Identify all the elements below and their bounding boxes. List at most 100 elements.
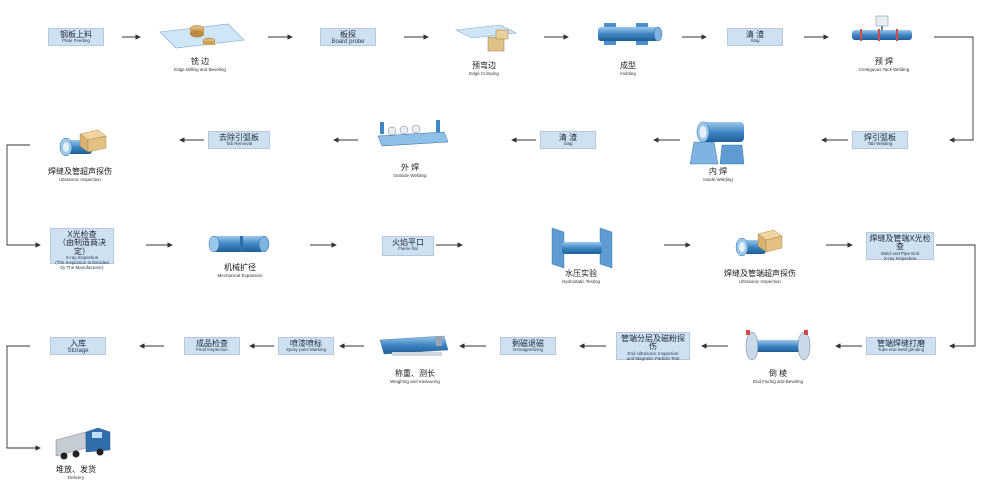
step-en-label: Plate Feeding [62, 38, 90, 44]
step-xray-inspection: X光检查 （由制造商决定） X-ray Inspection (The Insp… [50, 228, 114, 269]
step-zh-label: 喷漆喷标 [290, 339, 322, 348]
step-weighing: 称重、测长 Weighing and measuring [380, 368, 450, 384]
step-en-label: Demagnetizing [512, 347, 544, 353]
step-molding: 成型 molding [600, 60, 656, 76]
step-en-label: Edge Milling and Beveling [174, 67, 226, 72]
step-zh-label: 清 渣 [558, 133, 578, 142]
hydrostatic-testing-icon [551, 227, 613, 269]
step-zh-label: 管端分层及磁粉探伤 [621, 334, 685, 352]
step-en-label: Final Inspection [196, 347, 228, 353]
step-en-label: Contiguous Tack Welding [858, 67, 910, 72]
step-tab-removal: 去除引弧板 Tab Removal [208, 131, 270, 149]
step-inside-welding: 内 焊 Inside Welding [690, 166, 746, 182]
step-zh-label: 水压实验 [565, 269, 597, 278]
step-en-label: Ultrasonic Inspection [739, 279, 781, 284]
step-zh-label: 焊缝及管端X光检查 [869, 234, 931, 252]
step-en-label: Weighing and measuring [390, 379, 440, 384]
step-end-facing: 倒 棱 End Facing and Beveling [742, 368, 814, 384]
step-zh-label: 清 渣 [745, 30, 765, 39]
step-zh-label: 管端焊缝打磨 [877, 339, 925, 348]
step-zh-label: 焊缝及管端超声探伤 [724, 269, 796, 278]
arrow [934, 36, 974, 143]
arrow [6, 144, 41, 248]
step-en-label-2: X-ray Inspection [883, 255, 917, 261]
step-en-label: Slag [563, 141, 573, 147]
step-zh-label: 倒 棱 [768, 369, 788, 378]
step-en-label: Board probe [331, 39, 365, 46]
molding-pipe-icon [598, 23, 663, 45]
weighing-icon [379, 335, 449, 356]
delivery-truck-icon [55, 427, 111, 460]
step-zh-label: 堆放、发货 [56, 465, 96, 474]
step-en-label: Storage [67, 348, 89, 355]
step-tab-welding: 焊引弧板 Tab Welding [852, 131, 908, 149]
end-facing-icon [745, 330, 811, 361]
step-en-label: molding [620, 71, 636, 76]
step-flame-flat: 火焰平口 Flame flat [382, 236, 434, 256]
step-en-label: Tube end weld grinding [877, 347, 925, 353]
step-en-label-2: (The Inspection Is Decided [55, 259, 109, 265]
step-zh-label: 钢板上料 [60, 30, 92, 39]
step-zh-label: 预弯边 [472, 61, 496, 70]
step-en-label: End Ultrasonic Inspection [627, 350, 679, 356]
mechanical-expansion-icon [208, 235, 270, 253]
step-zh-label: 剩磁退磁 [512, 339, 544, 348]
step-edge-crimping: 预弯边 Edge Crimping [456, 60, 512, 76]
step-en-label: End Facing and Beveling [752, 379, 804, 384]
step-en-label: Ultrasonic Inspection [59, 177, 101, 182]
arrow [6, 345, 41, 451]
step-zh-label: 成型 [620, 61, 636, 70]
step-zh-label-2: （由制造商决定） [58, 238, 106, 256]
step-zh-label: 铣 边 [190, 57, 210, 66]
edge-milling-icon [159, 23, 245, 49]
step-slag-1: 清 渣 Slag [727, 28, 783, 46]
step-zh-label: 焊缝及管超声探伤 [48, 167, 112, 176]
step-en-label: Delivery [67, 475, 85, 480]
step-tack-welding: 预 焊 Contiguous Tack Welding [844, 56, 924, 72]
step-en-label-3: by The Manufacturer) [60, 264, 104, 270]
step-tube-end-grinding: 管端焊缝打磨 Tube end weld grinding [866, 337, 936, 355]
step-outside-welding: 外 焊 Outside Welding [382, 162, 438, 178]
ultrasonic-end-icon [735, 229, 783, 257]
step-en-label: Slag [750, 38, 760, 44]
edge-crimping-icon [454, 24, 518, 52]
step-en-label: Tab Welding [867, 141, 893, 147]
step-zh-label: 内 焊 [708, 167, 728, 176]
step-zh-label: 焊引弧板 [864, 133, 896, 142]
outside-welding-icon [377, 120, 449, 147]
step-en-label: Inside Welding [703, 177, 733, 182]
step-spray-marking: 喷漆喷标 Spray paint Marking [278, 337, 334, 355]
step-en-label: Outside Welding [393, 173, 427, 178]
step-zh-label: 成品检查 [196, 339, 228, 348]
step-zh-label: 火焰平口 [392, 238, 424, 247]
step-mechanical-expansion: 机械扩径 Mechanical Expansion [200, 262, 280, 278]
step-zh-label: 预 焊 [874, 57, 894, 66]
step-en-label: Weld and Pipe End [880, 250, 920, 256]
step-storage: 入库 Storage [50, 337, 106, 355]
step-en-label: Spray paint Marking [285, 347, 327, 353]
step-weld-xray: 焊缝及管端X光检查 Weld and Pipe End X-ray Inspec… [866, 232, 934, 260]
step-end-ut-mpt: 管端分层及磁粉探伤 End Ultrasonic Inspection and … [616, 332, 690, 360]
inside-welding-icon [689, 121, 745, 165]
step-plate-feeding: 钢板上料 Plate Feeding [48, 28, 104, 46]
ultrasonic-inspection-icon [59, 129, 107, 157]
step-edge-milling: 铣 边 Edge Milling and Beveling [160, 56, 240, 72]
step-demagnetizing: 剩磁退磁 Demagnetizing [500, 337, 556, 355]
arrow [936, 244, 976, 349]
step-en-label: Mechanical Expansion [217, 273, 263, 278]
step-zh-label: X光检查 [67, 230, 97, 239]
step-en-label-2: and Magnetic Particle Test [626, 355, 680, 361]
step-delivery: 堆放、发货 Delivery [46, 464, 106, 480]
step-zh-label: 板探 [340, 30, 356, 39]
step-zh-label: 去除引弧板 [219, 133, 259, 142]
step-hydrostatic-testing: 水压实验 Hydrostatic Testing [546, 268, 616, 284]
tack-welding-icon [852, 15, 912, 41]
step-board-probe: 板探 Board probe [320, 28, 376, 46]
step-final-inspection: 成品检查 Final Inspection [184, 337, 240, 355]
step-zh-label: 外 焊 [400, 163, 420, 172]
step-ultrasonic-end: 焊缝及管端超声探伤 Ultrasonic Inspection [718, 268, 802, 284]
step-en-label: Tab Removal [225, 141, 253, 147]
step-ultrasonic-inspection: 焊缝及管超声探伤 Ultrasonic Inspection [38, 166, 122, 182]
